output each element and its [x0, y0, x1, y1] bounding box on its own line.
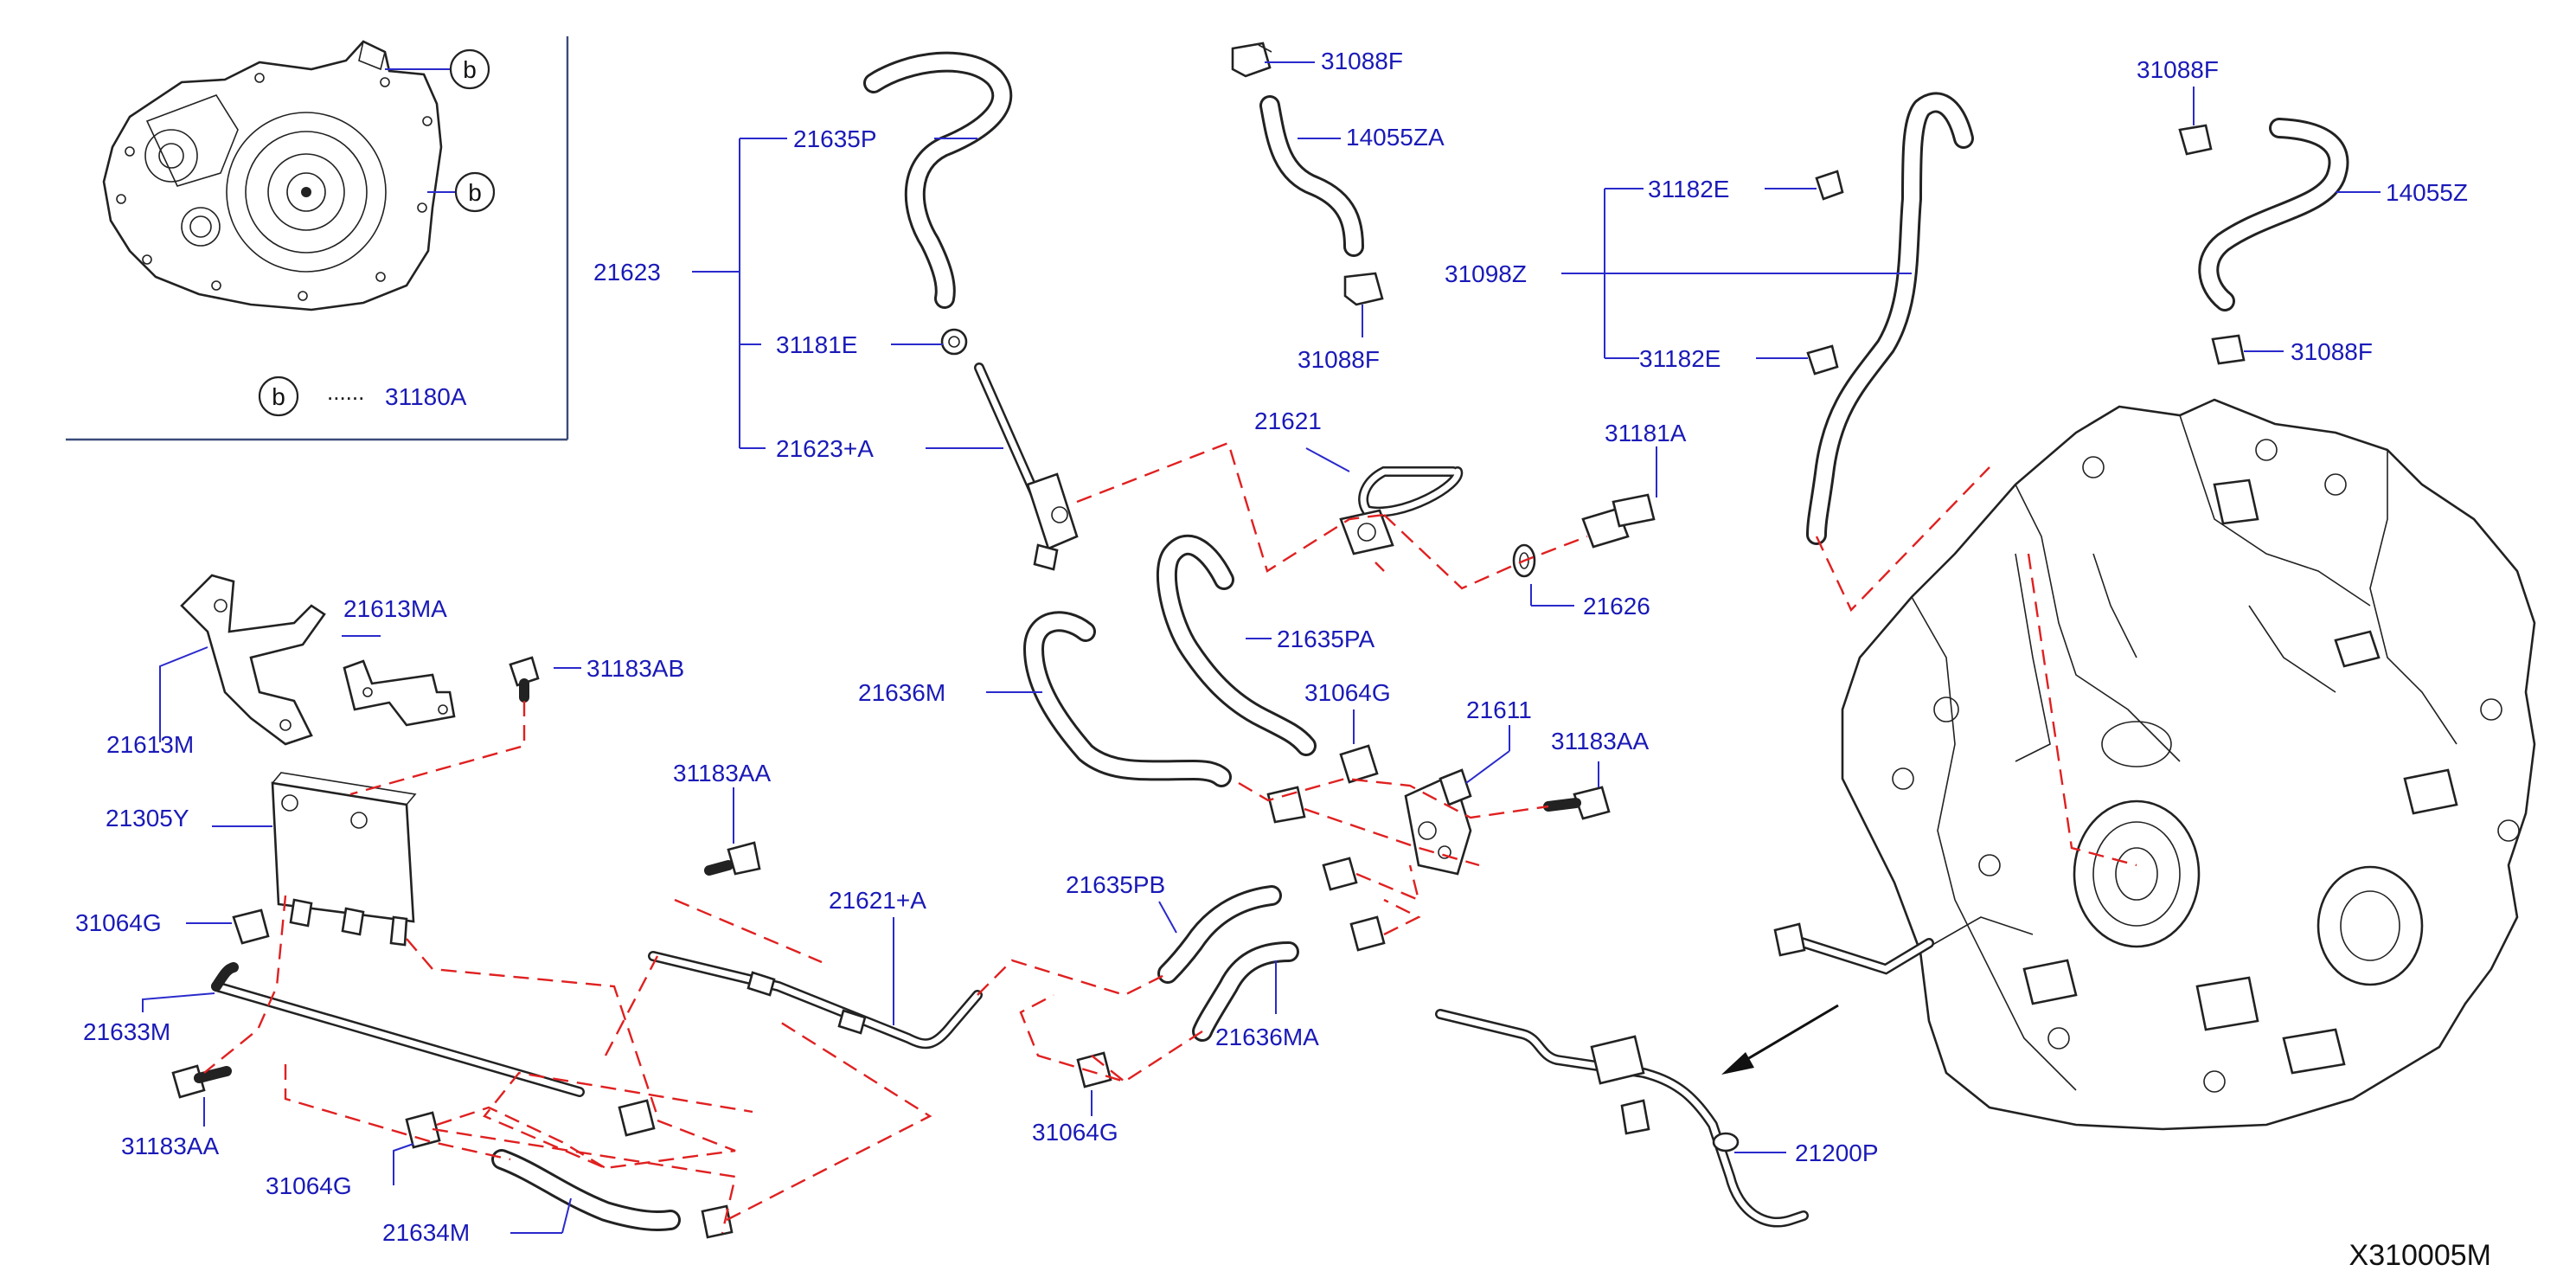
- label-21635P: 21635P: [793, 125, 877, 152]
- clamp-31064G-21636M: [1266, 786, 1306, 824]
- clamp-31064G-21634M: [405, 1111, 441, 1149]
- label-14055Z: 14055Z: [2386, 179, 2468, 206]
- hose-14055ZA: [1259, 95, 1364, 257]
- label-31064G-d: 31064G: [1032, 1119, 1118, 1146]
- bracket-21613M: [180, 574, 326, 746]
- inset-legend-dots: ......: [327, 379, 364, 405]
- bolt-31183AA-right: [1543, 786, 1611, 820]
- label-31088F-c: 31088F: [2137, 56, 2219, 83]
- label-21635PA: 21635PA: [1277, 626, 1375, 652]
- label-31181A: 31181A: [1605, 420, 1687, 446]
- clamp-31181E: [940, 328, 968, 356]
- leaders-left-group: [142, 635, 581, 1234]
- label-21613MA: 21613MA: [343, 595, 447, 622]
- bolt-31183AB: [509, 656, 540, 703]
- transmission-assembly: [1773, 398, 2536, 1131]
- label-31064G-c: 31064G: [266, 1172, 352, 1199]
- hose-21636M: [1023, 611, 1232, 787]
- label-21633M: 21633M: [83, 1018, 170, 1045]
- leaders-center-group: [733, 787, 1277, 1116]
- hose-21634M: [491, 1149, 681, 1231]
- hose-21635P: [863, 51, 1013, 309]
- hose-21635PA: [1156, 534, 1317, 756]
- label-31088F-b: 31088F: [1298, 346, 1380, 373]
- direction-arrow: [1721, 1004, 1839, 1075]
- clamp-31088F-lower-left: [1343, 272, 1384, 306]
- label-21636M: 21636M: [858, 679, 945, 706]
- label-31183AB: 31183AB: [586, 655, 684, 682]
- label-31182E-b: 31182E: [1639, 345, 1721, 372]
- label-31183AA-a: 31183AA: [1551, 728, 1649, 754]
- label-31182E-a: 31182E: [1648, 176, 1729, 202]
- label-21623A: 21623+A: [776, 435, 874, 462]
- pipe-21200P: [1435, 1009, 1809, 1228]
- label-21623: 21623: [593, 259, 661, 286]
- label-31088F-a: 31088F: [1321, 48, 1403, 74]
- clamp-31064G-lower-center: [1076, 1051, 1112, 1088]
- label-21200P: 21200P: [1795, 1140, 1879, 1166]
- clamp-31088F-lower-right: [2211, 334, 2246, 365]
- callout-b-lower-letter: b: [468, 179, 482, 206]
- bolt-31183AA-left: [171, 1064, 232, 1099]
- inset-legend-part: 31180A: [385, 383, 467, 410]
- clamp-31064G-21635PB: [1322, 857, 1358, 891]
- label-21635PB: 21635PB: [1066, 871, 1165, 898]
- label-21611: 21611: [1466, 697, 1532, 723]
- label-31181E: 31181E: [776, 331, 857, 358]
- label-21634M: 21634M: [382, 1219, 470, 1246]
- valve-21611: [1404, 768, 1472, 876]
- transmission-case-housing: [102, 40, 443, 311]
- leader-21621: [1305, 447, 1350, 472]
- clamp-31182E-lower: [1806, 344, 1839, 376]
- clamp-31064G-21633M: [618, 1099, 656, 1137]
- label-31183AA-b: 31183AA: [121, 1133, 219, 1159]
- pipe-21621: [1339, 466, 1464, 555]
- diagram-code: X310005M: [2349, 1239, 2491, 1272]
- pipe-21623A: [974, 363, 1079, 571]
- inset-panel: [66, 36, 569, 441]
- label-31064G-a: 31064G: [1304, 679, 1391, 706]
- label-14055ZA: 14055ZA: [1346, 124, 1445, 151]
- leader-21611: [1465, 750, 1510, 784]
- union-31181A: [1581, 493, 1656, 549]
- label-21636MA: 21636MA: [1215, 1024, 1319, 1050]
- clamp-31182E-upper: [1815, 170, 1844, 201]
- inset-legend: b ...... 31180A: [258, 376, 467, 417]
- pipe-21633M: [211, 962, 585, 1097]
- clamp-31064G-21635PA: [1339, 744, 1379, 784]
- label-21305Y: 21305Y: [106, 805, 189, 831]
- bracket-21613MA: [343, 659, 456, 727]
- callout-b-upper-letter: b: [463, 56, 477, 83]
- clamp-31064G-21634M-end: [701, 1204, 734, 1239]
- inset-legend-letter: b: [272, 383, 285, 410]
- label-21626: 21626: [1583, 593, 1650, 620]
- callout-b-upper: b: [385, 48, 490, 90]
- leader-21623-bracket: [692, 138, 1003, 449]
- label-31064G-b: 31064G: [75, 909, 162, 936]
- hose-21636MA: [1192, 941, 1299, 1042]
- label-21621: 21621: [1254, 408, 1322, 434]
- clamp-31088F-upper-left: [1231, 42, 1272, 78]
- leader-31098Z-bracket: [1561, 188, 1912, 359]
- clamp-31064G-cooler: [232, 908, 270, 945]
- bolt-31183AA-center: [704, 841, 761, 876]
- clamp-31088F-upper-right: [2178, 124, 2213, 156]
- label-31183AA-c: 31183AA: [673, 760, 771, 786]
- label-31098Z: 31098Z: [1445, 260, 1527, 287]
- connection-lines: [203, 441, 2137, 1234]
- label-31088F-d: 31088F: [2291, 338, 2373, 365]
- callout-b-lower: b: [427, 171, 496, 213]
- label-21613M: 21613M: [106, 731, 194, 758]
- cooler-21305Y: [271, 772, 417, 947]
- hose-14055Z: [2198, 118, 2349, 311]
- pipe-21621A: [648, 951, 983, 1050]
- clamp-31064G-21636MA: [1349, 915, 1386, 952]
- label-21621A: 21621+A: [829, 887, 926, 914]
- hose-21635PB: [1157, 885, 1282, 984]
- hose-31098Z: [1806, 92, 1974, 545]
